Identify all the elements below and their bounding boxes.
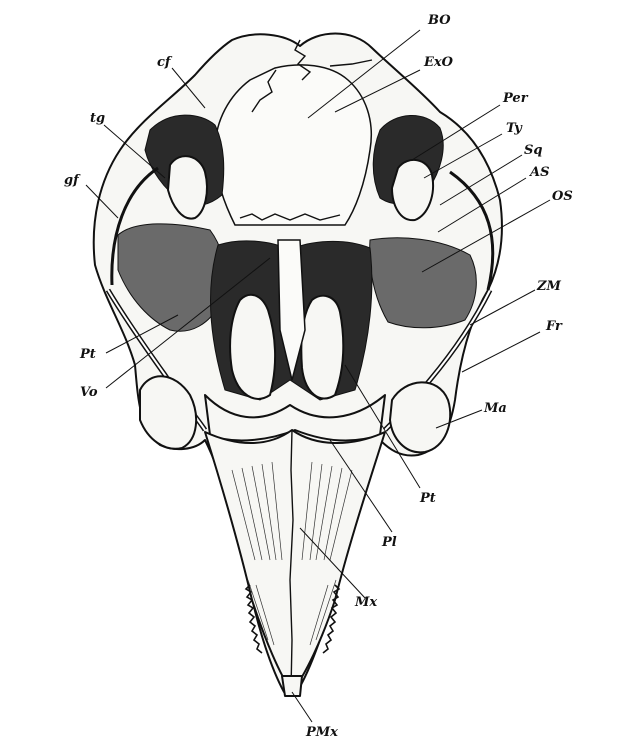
leader-Fr bbox=[461, 331, 541, 373]
leader-Mx bbox=[299, 527, 366, 599]
left-tympanic bbox=[167, 155, 208, 220]
label-ZM: ZM bbox=[536, 279, 561, 294]
premaxilla-tip bbox=[281, 675, 303, 697]
label-BO: BO bbox=[427, 13, 451, 28]
pterygoid-right bbox=[300, 294, 345, 400]
leader-ZM bbox=[469, 289, 536, 326]
vomer-central bbox=[277, 239, 306, 381]
label-PMx: PMx bbox=[305, 725, 338, 740]
leader-ExO bbox=[334, 69, 421, 113]
label-Fr: Fr bbox=[545, 319, 563, 334]
leader-OS bbox=[421, 199, 551, 273]
label-Sq: Sq bbox=[524, 143, 542, 158]
leader-lines bbox=[85, 29, 551, 723]
label-OS: OS bbox=[552, 189, 573, 204]
label-cf: cf bbox=[157, 55, 173, 70]
label-tg: tg bbox=[90, 111, 105, 126]
rostrum-hatching-left bbox=[231, 461, 283, 646]
left-glenoid-arc bbox=[110, 166, 159, 286]
exoccipital-suture bbox=[239, 59, 373, 221]
rostrum-midline bbox=[289, 429, 294, 691]
right-temporal-fossa bbox=[369, 237, 477, 329]
rostrum-hatching-right bbox=[301, 461, 353, 646]
leader-Pt-left bbox=[105, 314, 179, 354]
teeth-row bbox=[244, 584, 341, 654]
leader-Sq bbox=[439, 154, 523, 206]
leader-Ty bbox=[423, 133, 503, 179]
basioccipital-suture bbox=[251, 39, 312, 113]
leader-PMx bbox=[291, 691, 313, 723]
right-tympanic bbox=[391, 159, 434, 222]
label-Ma: Ma bbox=[483, 401, 507, 416]
leader-AS bbox=[437, 177, 527, 233]
leader-tg bbox=[103, 124, 166, 179]
leader-Pt-right bbox=[344, 364, 421, 489]
leader-Vo bbox=[105, 257, 271, 389]
pterygoid-left bbox=[229, 293, 277, 400]
label-Pl: Pl bbox=[381, 535, 397, 550]
label-Pt-left: Pt bbox=[79, 347, 96, 362]
label-ExO: ExO bbox=[423, 55, 454, 70]
anatomical-labels: BO ExO cf tg gf Per Ty Sq AS OS ZM Fr Ma… bbox=[64, 13, 573, 740]
label-Mx: Mx bbox=[354, 595, 377, 610]
skull-illustration bbox=[92, 32, 503, 697]
leader-Ma bbox=[435, 409, 483, 429]
leader-gf bbox=[85, 184, 119, 219]
palatal-ridge bbox=[204, 394, 386, 442]
label-gf: gf bbox=[64, 173, 81, 188]
right-glenoid-arc bbox=[449, 170, 495, 291]
left-malar-wing bbox=[139, 375, 198, 450]
leader-Pl bbox=[329, 439, 393, 533]
label-Per: Per bbox=[502, 91, 529, 106]
label-Vo: Vo bbox=[80, 385, 98, 400]
leader-cf bbox=[171, 67, 206, 109]
label-AS: AS bbox=[528, 165, 549, 180]
rostrum bbox=[204, 429, 386, 693]
leader-Per bbox=[411, 104, 501, 161]
label-Pt-right: Pt bbox=[419, 491, 436, 506]
right-malar-wing bbox=[389, 381, 452, 454]
label-Ty: Ty bbox=[506, 121, 523, 136]
leader-BO bbox=[307, 29, 421, 119]
